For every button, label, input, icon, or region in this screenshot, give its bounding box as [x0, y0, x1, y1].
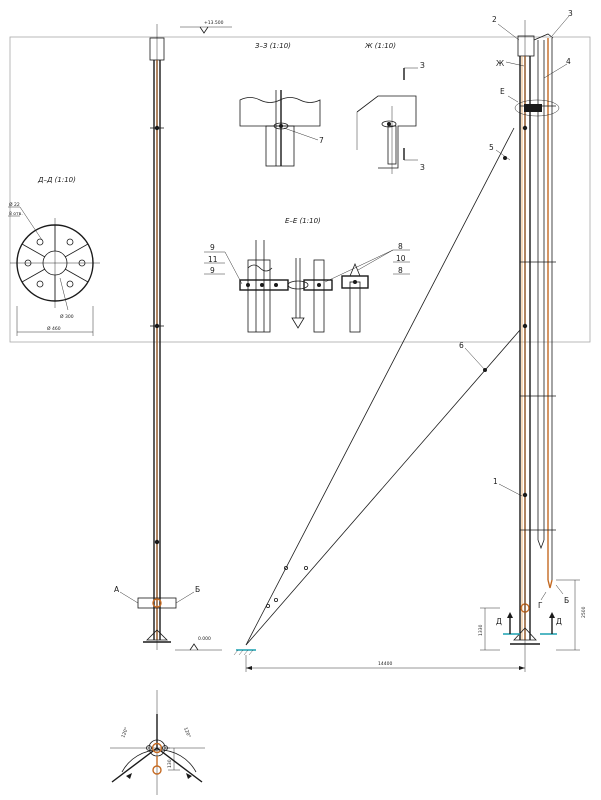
mark-a-left: А	[114, 585, 120, 594]
mark-d-left: Д	[496, 617, 502, 626]
bolt-diameter-label: Ø 22	[9, 201, 20, 208]
callout-6: 6	[459, 341, 464, 350]
guy-wire-upper	[245, 127, 515, 646]
callout-4: 4	[566, 57, 571, 66]
top-elevation-mark: +13.500	[180, 20, 232, 34]
view-e-e: Е–Е (1:10) 9 11 9 8 10 8	[204, 217, 410, 333]
bracket-offset-label: 130	[167, 759, 173, 768]
left-mast	[119, 24, 195, 650]
callout-8-a: 8	[398, 242, 403, 251]
callout-7: 7	[319, 136, 324, 145]
guy-wire-lower	[245, 329, 521, 646]
callout-5: 5	[489, 143, 494, 152]
ground-elevation-mark: 0.000	[175, 636, 222, 651]
section-z-top: З	[420, 61, 425, 70]
right-mast-top-box	[517, 35, 535, 57]
view-zh-title: Ж (1:10)	[364, 42, 396, 50]
guy-wires	[233, 127, 521, 656]
angle-right-label: 120°	[182, 727, 192, 739]
mark-e-right: Е	[500, 87, 505, 96]
top-elevation-label: +13.500	[204, 20, 224, 26]
right-mast	[510, 20, 560, 660]
callout-8-b: 8	[398, 266, 403, 275]
section-d-marks: Д Д	[496, 612, 562, 635]
section-z-bottom: З	[420, 163, 425, 172]
mark-b-right: Б	[564, 596, 569, 605]
mark-g-right: Г	[538, 601, 543, 610]
angle-left-label: 120°	[120, 726, 130, 738]
view-e-e-title: Е–Е (1:10)	[285, 217, 321, 225]
mark-zh-right: Ж	[496, 59, 504, 68]
ground-elevation-label: 0.000	[198, 636, 211, 642]
callout-9-b: 9	[210, 266, 215, 275]
callout-1: 1	[493, 477, 498, 486]
flange-width-label: Ø 460	[47, 325, 61, 332]
mark-d-right: Д	[556, 617, 562, 626]
flange-dia-label: Ø 300	[60, 313, 74, 320]
view-d-d: Д–Д (1:10) Ø 460 Ø 22 8 отв. Ø 300	[8, 176, 100, 336]
base-span-label: 14400	[378, 661, 392, 667]
callout-3: 3	[568, 9, 573, 18]
view-z-z-title: З–З (1:10)	[255, 42, 291, 50]
bolt-count-label: 8 отв.	[9, 211, 23, 217]
view-zh: Ж (1:10) З З	[356, 42, 425, 174]
base-dimensions: 14400 1330 2500	[245, 579, 587, 672]
callout-11: 11	[208, 255, 218, 264]
callout-2: 2	[492, 15, 497, 24]
detail-sheet-frame	[9, 36, 591, 343]
view-z-z: З–З (1:10) 7	[239, 42, 324, 167]
mark-b-left: Б	[195, 585, 200, 594]
callout-9-a: 9	[210, 243, 215, 252]
side-height-label: 2500	[581, 606, 587, 618]
footing-height-label: 1330	[478, 624, 484, 636]
bottom-plan-view: 120° 120° 130	[110, 690, 205, 795]
callout-10: 10	[396, 254, 406, 263]
view-d-d-title: Д–Д (1:10)	[37, 176, 76, 184]
